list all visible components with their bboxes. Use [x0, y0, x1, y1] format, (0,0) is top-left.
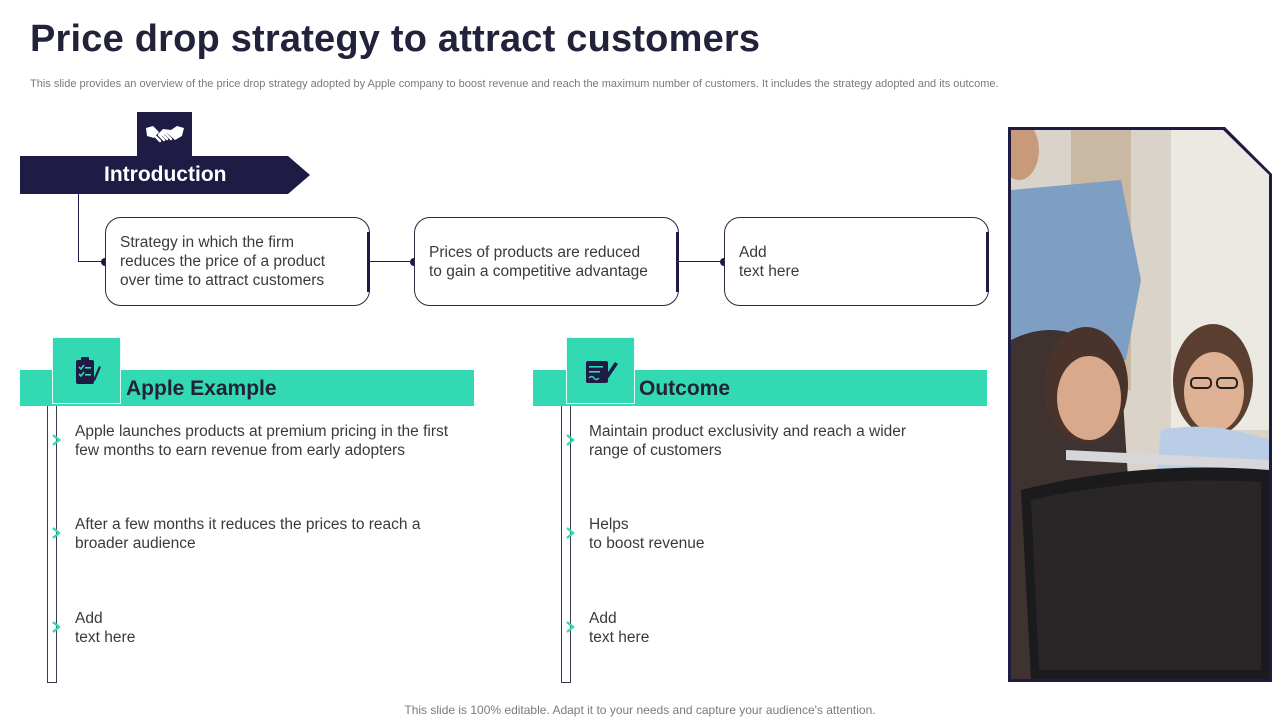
photo-illustration — [1011, 130, 1269, 679]
apple-example-title: Apple Example — [126, 377, 277, 400]
chevron-right-icon — [52, 621, 61, 633]
chevron-right-icon — [566, 434, 575, 446]
intro-connector-horizontal — [78, 261, 105, 263]
step-accent-bar — [367, 232, 370, 292]
apple-example-item: Add text here — [75, 610, 136, 646]
outcome-title: Outcome — [639, 377, 731, 400]
apple-example-timeline — [47, 406, 57, 683]
outcome-timeline — [561, 406, 571, 683]
chevron-right-icon — [566, 527, 575, 539]
outcome-icon-box — [566, 337, 635, 404]
apple-example-icon-box — [52, 337, 121, 404]
intro-step-text: Prices of products are reduced to gain a… — [429, 243, 648, 280]
handshake-icon — [145, 126, 184, 143]
introduction-icon-box — [137, 112, 192, 158]
introduction-label: Introduction — [104, 163, 227, 186]
outcome-item: Helps to boost revenue — [589, 516, 705, 552]
introduction-banner — [20, 156, 310, 194]
step-accent-bar — [986, 232, 989, 292]
intro-step-box: Strategy in which the firm reduces the p… — [105, 217, 370, 306]
step-connector-1 — [370, 261, 414, 263]
intro-connector-vertical — [78, 194, 80, 262]
footer-note: This slide is 100% editable. Adapt it to… — [404, 703, 876, 717]
step-accent-bar — [676, 232, 679, 292]
step-connector-2 — [679, 261, 724, 263]
team-photo — [1011, 130, 1269, 679]
intro-step-box: Add text here — [724, 217, 989, 306]
intro-step-box: Prices of products are reduced to gain a… — [414, 217, 679, 306]
chevron-right-icon — [566, 621, 575, 633]
clipboard-checklist-icon — [75, 356, 101, 384]
intro-step-text: Add text here — [739, 243, 800, 280]
outcome-item: Maintain product exclusivity and reach a… — [589, 423, 907, 459]
document-pen-icon — [585, 360, 618, 383]
apple-example-item: Apple launches products at premium prici… — [75, 423, 449, 459]
intro-step-text: Strategy in which the firm reduces the p… — [120, 234, 326, 289]
page-title: Price drop strategy to attract customers — [30, 18, 761, 60]
chevron-right-icon — [52, 527, 61, 539]
apple-example-item: After a few months it reduces the prices… — [75, 516, 421, 552]
outcome-item: Add text here — [589, 610, 650, 646]
page-subtitle: This slide provides an overview of the p… — [30, 78, 999, 90]
chevron-right-icon — [52, 434, 61, 446]
